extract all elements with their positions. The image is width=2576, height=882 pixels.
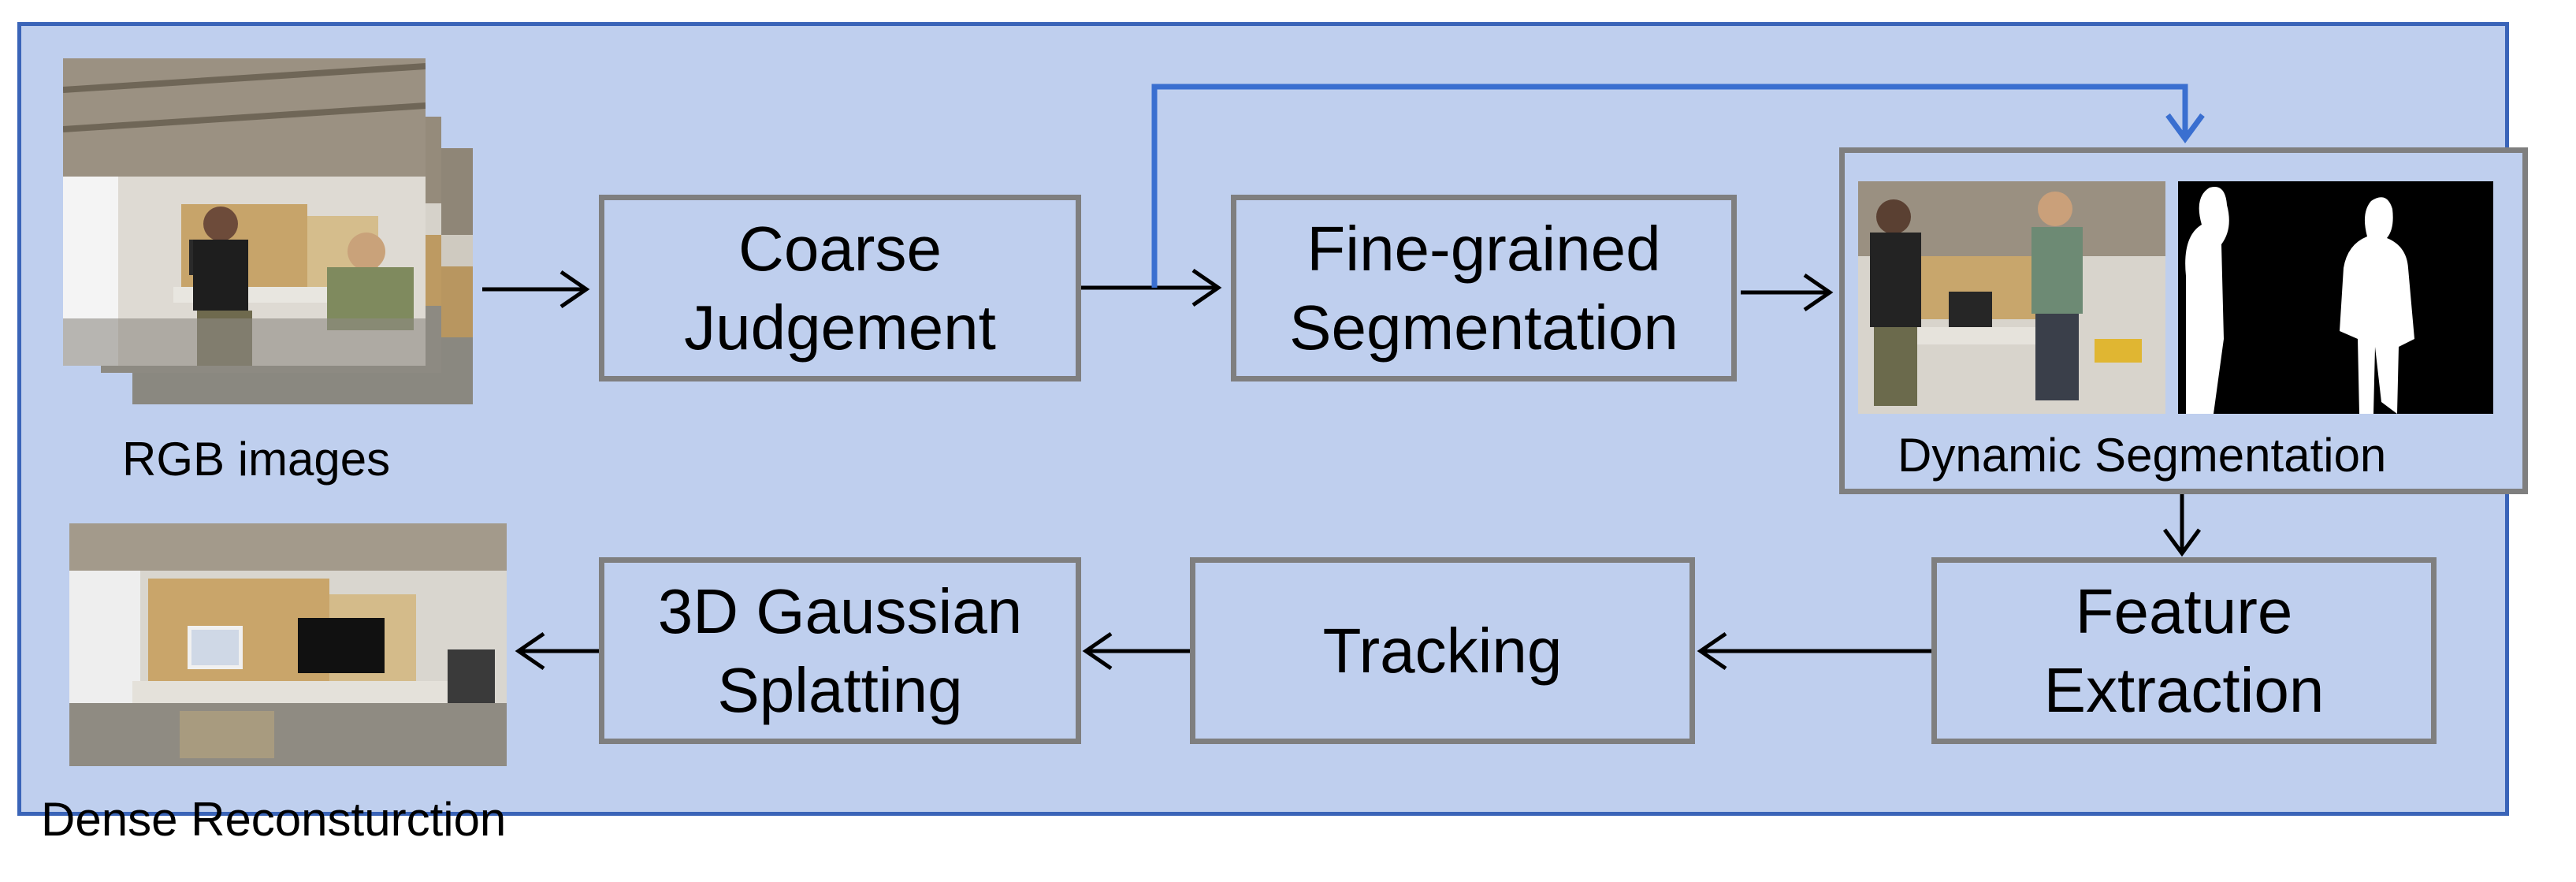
arrow-gaussian-splatting-to-dense-reconstruction bbox=[515, 631, 599, 671]
arrow-dynamic-segmentation-to-feature bbox=[2162, 494, 2202, 557]
tracking-box: Tracking bbox=[1190, 557, 1695, 744]
rgb-frame-front bbox=[63, 58, 426, 366]
dynamic-segmentation-caption: Dynamic Segmentation bbox=[1898, 429, 2387, 482]
dense-reconstruction-caption: Dense Reconsturction bbox=[41, 793, 507, 846]
arrow-feature-to-tracking bbox=[1697, 631, 1931, 671]
arrow-rgb-to-coarse bbox=[482, 270, 590, 309]
arrow-fine-to-dynamic-segmentation bbox=[1741, 273, 1834, 312]
feature-extraction-box: Feature Extraction bbox=[1931, 557, 2437, 744]
rgb-images-caption: RGB images bbox=[122, 433, 391, 486]
arrow-tracking-to-gaussian-splatting bbox=[1082, 631, 1190, 671]
fine-grained-segmentation-box: Fine-grained Segmentation bbox=[1231, 195, 1737, 381]
coarse-judgement-box: Coarse Judgement bbox=[599, 195, 1081, 381]
dynamic-segmentation-mask-image bbox=[2178, 181, 2493, 414]
arrow-coarse-to-fine bbox=[1081, 268, 1222, 307]
dynamic-segmentation-rgb-image bbox=[1858, 181, 2165, 414]
dense-reconstruction-image bbox=[69, 523, 507, 766]
arrow-skip-coarse-to-dynamic-segmentation bbox=[1151, 84, 2205, 288]
gaussian-splatting-box: 3D Gaussian Splatting bbox=[599, 557, 1081, 744]
